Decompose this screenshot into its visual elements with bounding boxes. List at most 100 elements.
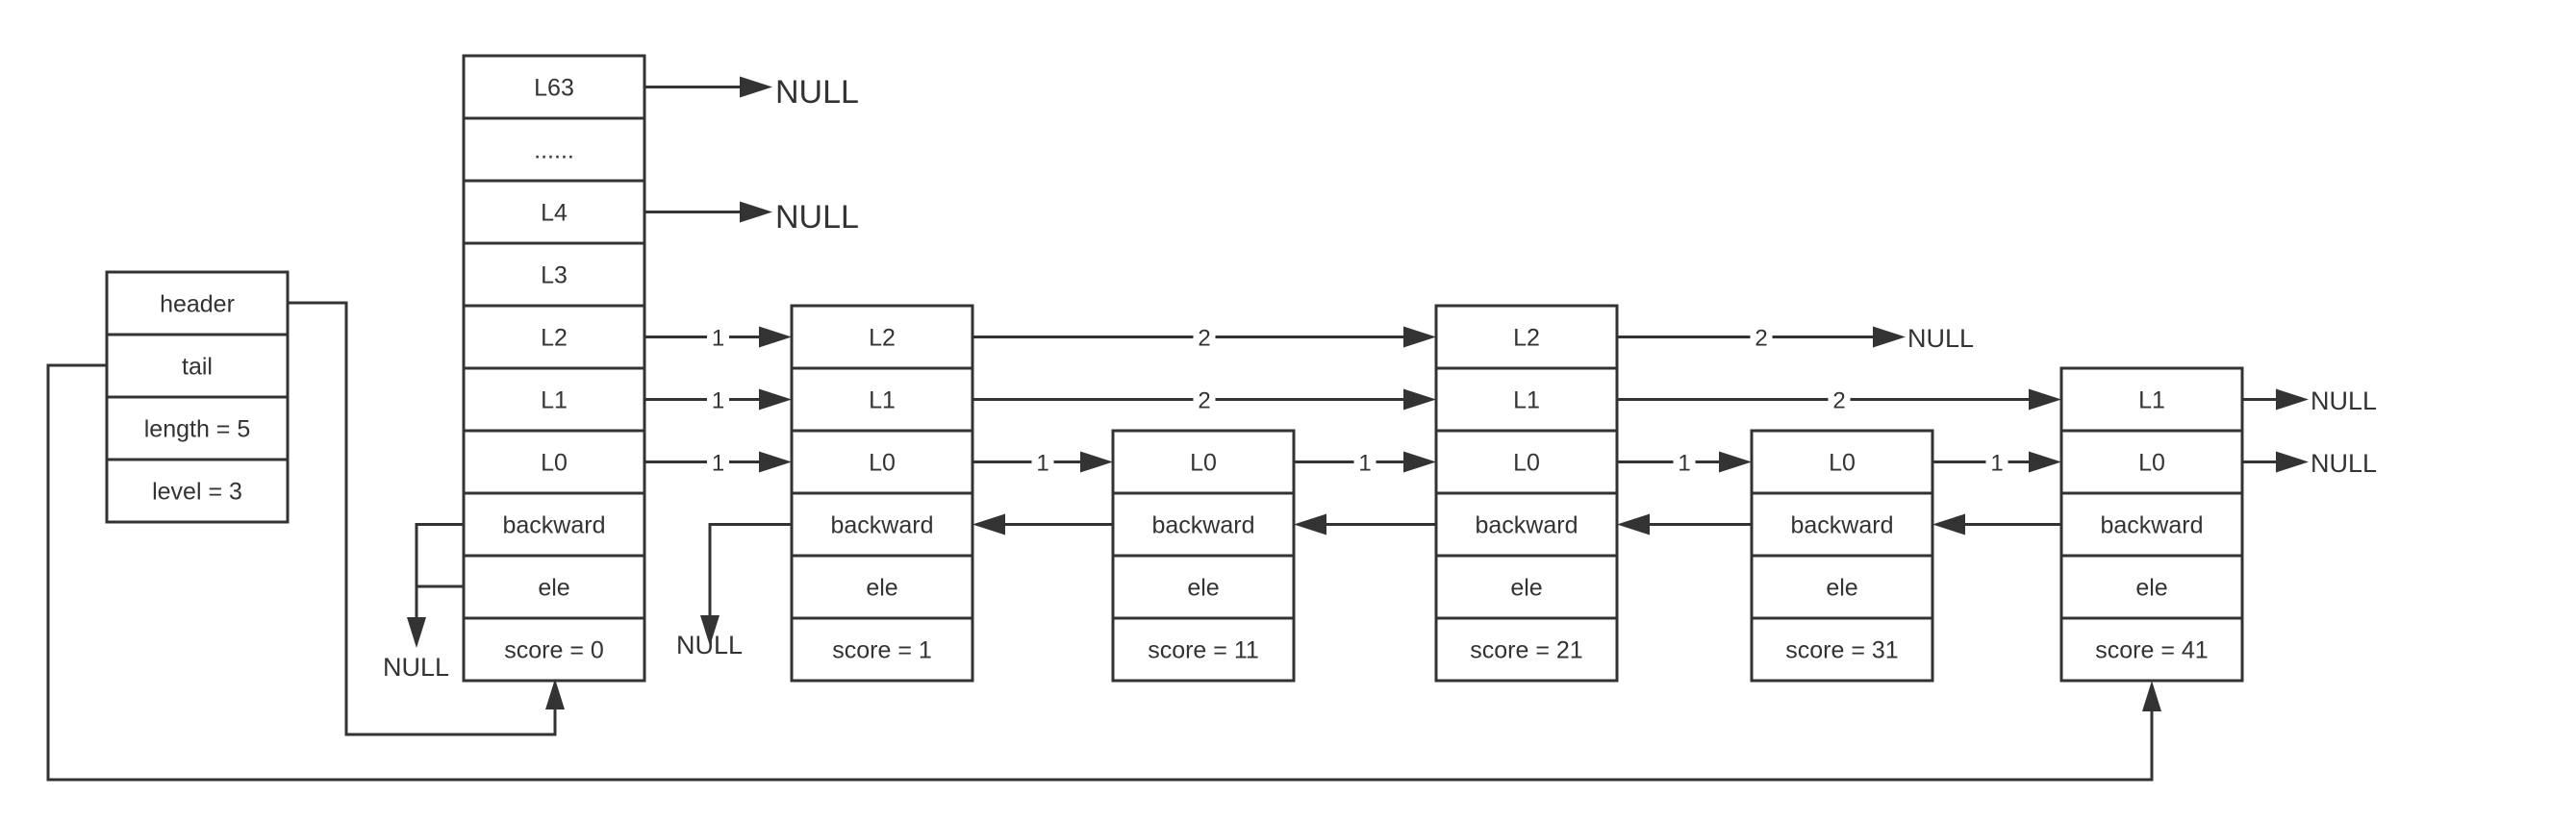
head-node-level-1-label: ...... — [534, 137, 574, 164]
node4-score-label: score = 31 — [1785, 637, 1898, 664]
node1-l1-label: L1 — [869, 387, 896, 414]
head-l2-to-node1-arrowhead — [759, 326, 792, 348]
node3-l2-to-null-span: 2 — [1755, 326, 1767, 352]
node1-l0-to-node2-arrowhead — [1080, 451, 1113, 473]
head-node-score-box — [462, 616, 646, 683]
node3-l0-label: L0 — [1513, 450, 1540, 477]
head-node-level-5-label: L1 — [541, 387, 568, 414]
node2-l0-to-node3-arrowhead — [1403, 451, 1436, 473]
skiplist-header-label: header — [160, 291, 235, 318]
node5-backward-box — [2059, 491, 2244, 558]
node1-score-label: score = 1 — [832, 637, 932, 664]
head-node-level-3-label: L3 — [541, 262, 568, 289]
node3-l1-to-node5-span-bg — [1828, 386, 1851, 413]
head-node-score-label: score = 0 — [504, 637, 604, 664]
node5-score-box — [2059, 616, 2244, 683]
head-l1-to-node1-span: 1 — [712, 388, 724, 414]
tail-pointer-line — [46, 363, 2154, 782]
node3-ele-label: ele — [1510, 575, 1542, 602]
head-backward-to-null-arrowhead — [407, 617, 426, 648]
node3-l2-label: L2 — [1513, 325, 1540, 352]
node5-score-label: score = 41 — [2095, 637, 2208, 664]
node2-score-label: score = 11 — [1148, 637, 1259, 664]
head-l0-to-node1-span: 1 — [712, 451, 724, 477]
node3-l2-to-null-span-bg — [1750, 323, 1773, 351]
node5-l0-to-null-arrowhead — [2276, 451, 2309, 473]
node4-score-box — [1750, 616, 1934, 683]
skiplist-tail-box — [105, 333, 290, 399]
node5-l1-to-null-arrowhead — [2276, 388, 2309, 410]
head-node-backward-box — [462, 491, 646, 558]
skiplist-level-label: level = 3 — [152, 479, 242, 506]
head-node-level-0-label: L63 — [534, 75, 574, 102]
node3-l0-to-node4-span-bg — [1673, 448, 1696, 476]
node2-l0-label: L0 — [1190, 450, 1217, 477]
node5-l1-null: NULL — [2311, 386, 2377, 415]
node4-l0-to-node5-arrowhead — [2029, 451, 2061, 473]
node2-backward-box — [1111, 491, 1296, 558]
head-l0-to-node1-arrowhead — [759, 451, 792, 473]
skiplist-header-box — [105, 270, 290, 336]
node3-backward-arrowhead — [1294, 513, 1326, 535]
head-l0-to-node1-span-bg — [707, 448, 729, 476]
node3-l0-to-node4-span: 1 — [1678, 451, 1690, 477]
head-backward-null: NULL — [383, 653, 449, 682]
node3-score-box — [1434, 616, 1619, 683]
head-l1-to-node1-span-bg — [707, 386, 729, 413]
header-pointer-arrowhead — [545, 679, 565, 709]
node1-l2-to-node3-span: 2 — [1198, 326, 1210, 352]
node5-l0-box — [2059, 429, 2244, 495]
node3-ele-box — [1434, 554, 1619, 620]
node2-ele-box — [1111, 554, 1296, 620]
node1-l2-to-node3-arrowhead — [1403, 326, 1436, 348]
node4-ele-label: ele — [1826, 575, 1857, 602]
node1-ele-label: ele — [866, 575, 897, 602]
head-l1-to-node1-arrowhead — [759, 388, 792, 410]
node1-backward-label: backward — [831, 512, 934, 539]
node3-l2-to-null-arrowhead — [1873, 326, 1906, 348]
node4-l0-label: L0 — [1829, 450, 1856, 477]
head-l2-to-node1-span: 1 — [712, 326, 724, 352]
head-l4-null: NULL — [775, 199, 859, 236]
head-node-backward-label: backward — [503, 512, 606, 539]
node3-l0-to-node4-arrowhead — [1719, 451, 1752, 473]
node5-l0-label: L0 — [2138, 450, 2165, 477]
node5-backward-arrowhead — [1932, 513, 1965, 535]
node1-l1-to-node3-span-bg — [1193, 386, 1216, 413]
node4-l0-box — [1750, 429, 1934, 495]
head-node-ele-label: ele — [538, 575, 569, 602]
node4-backward-label: backward — [1791, 512, 1894, 539]
head-l63-to-null-arrowhead — [740, 76, 772, 98]
node3-backward-label: backward — [1476, 512, 1578, 539]
node1-l2-label: L2 — [869, 325, 896, 352]
node1-backward-to-null-line — [708, 523, 792, 615]
head-l4-to-null-arrowhead — [740, 201, 772, 223]
node1-ele-box — [790, 554, 974, 620]
node5-backward-label: backward — [2101, 512, 2204, 539]
node3-l2-null: NULL — [1907, 324, 1974, 353]
node5-ele-label: ele — [2135, 575, 2167, 602]
node1-l0-label: L0 — [869, 450, 896, 477]
node4-ele-box — [1750, 554, 1934, 620]
node3-l1-to-node5-span: 2 — [1832, 388, 1845, 414]
head-l2-to-node1-span-bg — [707, 323, 729, 351]
node3-l1-to-node5-arrowhead — [2029, 388, 2061, 410]
skiplist-length-label: length = 5 — [144, 416, 251, 443]
node1-l2-to-node3-span-bg — [1193, 323, 1216, 351]
node2-score-box — [1111, 616, 1296, 683]
skiplist-tail-label: tail — [182, 354, 213, 381]
head-node-level-5-box — [462, 366, 646, 433]
head-node-level-6-label: L0 — [541, 450, 568, 477]
node5-l1-label: L1 — [2138, 387, 2165, 414]
header-pointer-line — [288, 301, 557, 736]
node4-backward-arrowhead — [1617, 513, 1650, 535]
node3-l1-label: L1 — [1513, 387, 1540, 414]
node1-l1-to-node3-arrowhead — [1403, 388, 1436, 410]
node2-ele-label: ele — [1187, 575, 1219, 602]
node2-backward-arrowhead — [972, 513, 1005, 535]
head-node-level-3-box — [462, 241, 646, 308]
node2-l0-to-node3-span: 1 — [1358, 451, 1371, 477]
head-l63-null: NULL — [775, 74, 859, 111]
node2-backward-label: backward — [1152, 512, 1255, 539]
node1-score-box — [790, 616, 974, 683]
